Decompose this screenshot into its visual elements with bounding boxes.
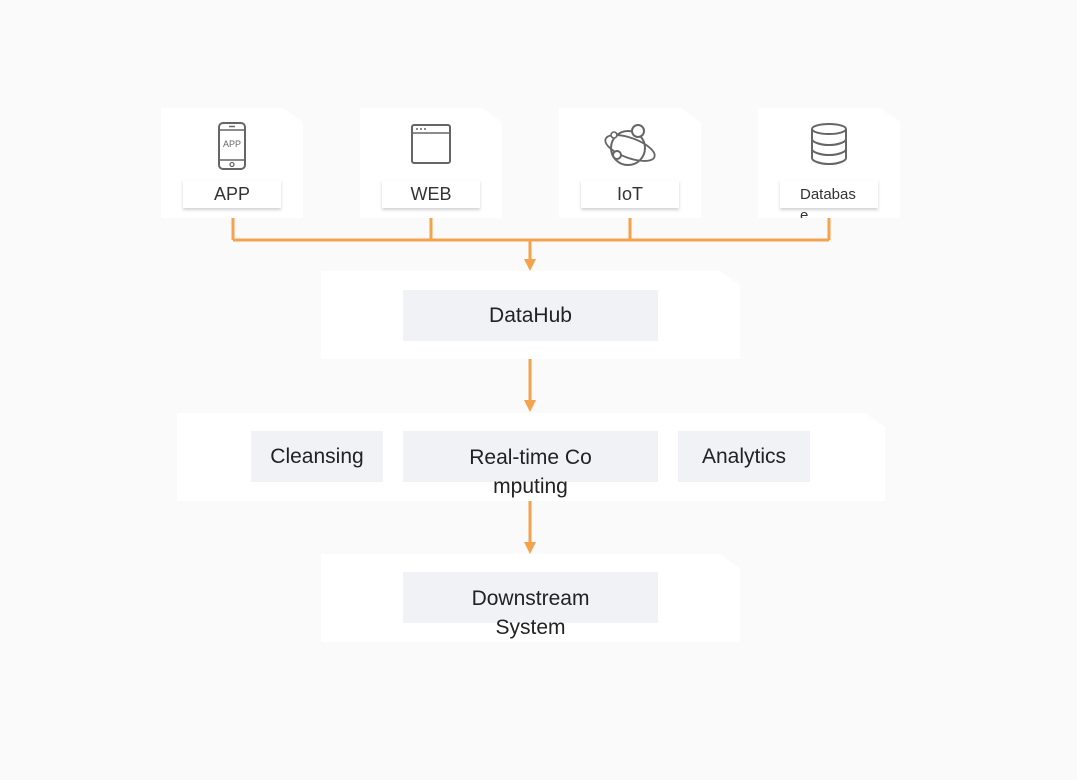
- source-card-iot: IoT: [559, 108, 701, 218]
- downstream-card: Downstream System: [321, 554, 740, 642]
- arrowhead-processing: [524, 400, 536, 412]
- browser-window-icon: [360, 122, 502, 166]
- phone-icon: APP: [161, 122, 303, 170]
- downstream-label: Downstream System: [471, 587, 590, 639]
- analytics-label: Analytics: [678, 431, 810, 482]
- downstream-box: Downstream System: [403, 572, 658, 623]
- source-label-iot: IoT: [581, 180, 679, 208]
- arrowhead-downstream: [524, 542, 536, 554]
- realtime-computing-box: Real-time Computing: [403, 431, 658, 482]
- arrowhead-datahub: [524, 259, 536, 271]
- satellite-orbit-icon: [559, 122, 701, 170]
- source-label-database-text: Database: [800, 186, 856, 224]
- source-label-app: APP: [183, 180, 281, 208]
- datahub-label: DataHub: [403, 290, 658, 341]
- datahub-card: DataHub: [321, 271, 740, 359]
- phone-icon-text: APP: [223, 139, 241, 149]
- cleansing-label: Cleansing: [251, 431, 383, 482]
- source-label-database: Database: [780, 180, 878, 208]
- realtime-computing-label: Real-time Computing: [469, 446, 592, 498]
- source-card-web: WEB: [360, 108, 502, 218]
- source-label-web: WEB: [382, 180, 480, 208]
- source-card-app: APP APP: [161, 108, 303, 218]
- source-card-database: Database: [758, 108, 900, 218]
- database-icon: [758, 122, 900, 166]
- processing-card: Cleansing Real-time Computing Analytics: [177, 413, 885, 501]
